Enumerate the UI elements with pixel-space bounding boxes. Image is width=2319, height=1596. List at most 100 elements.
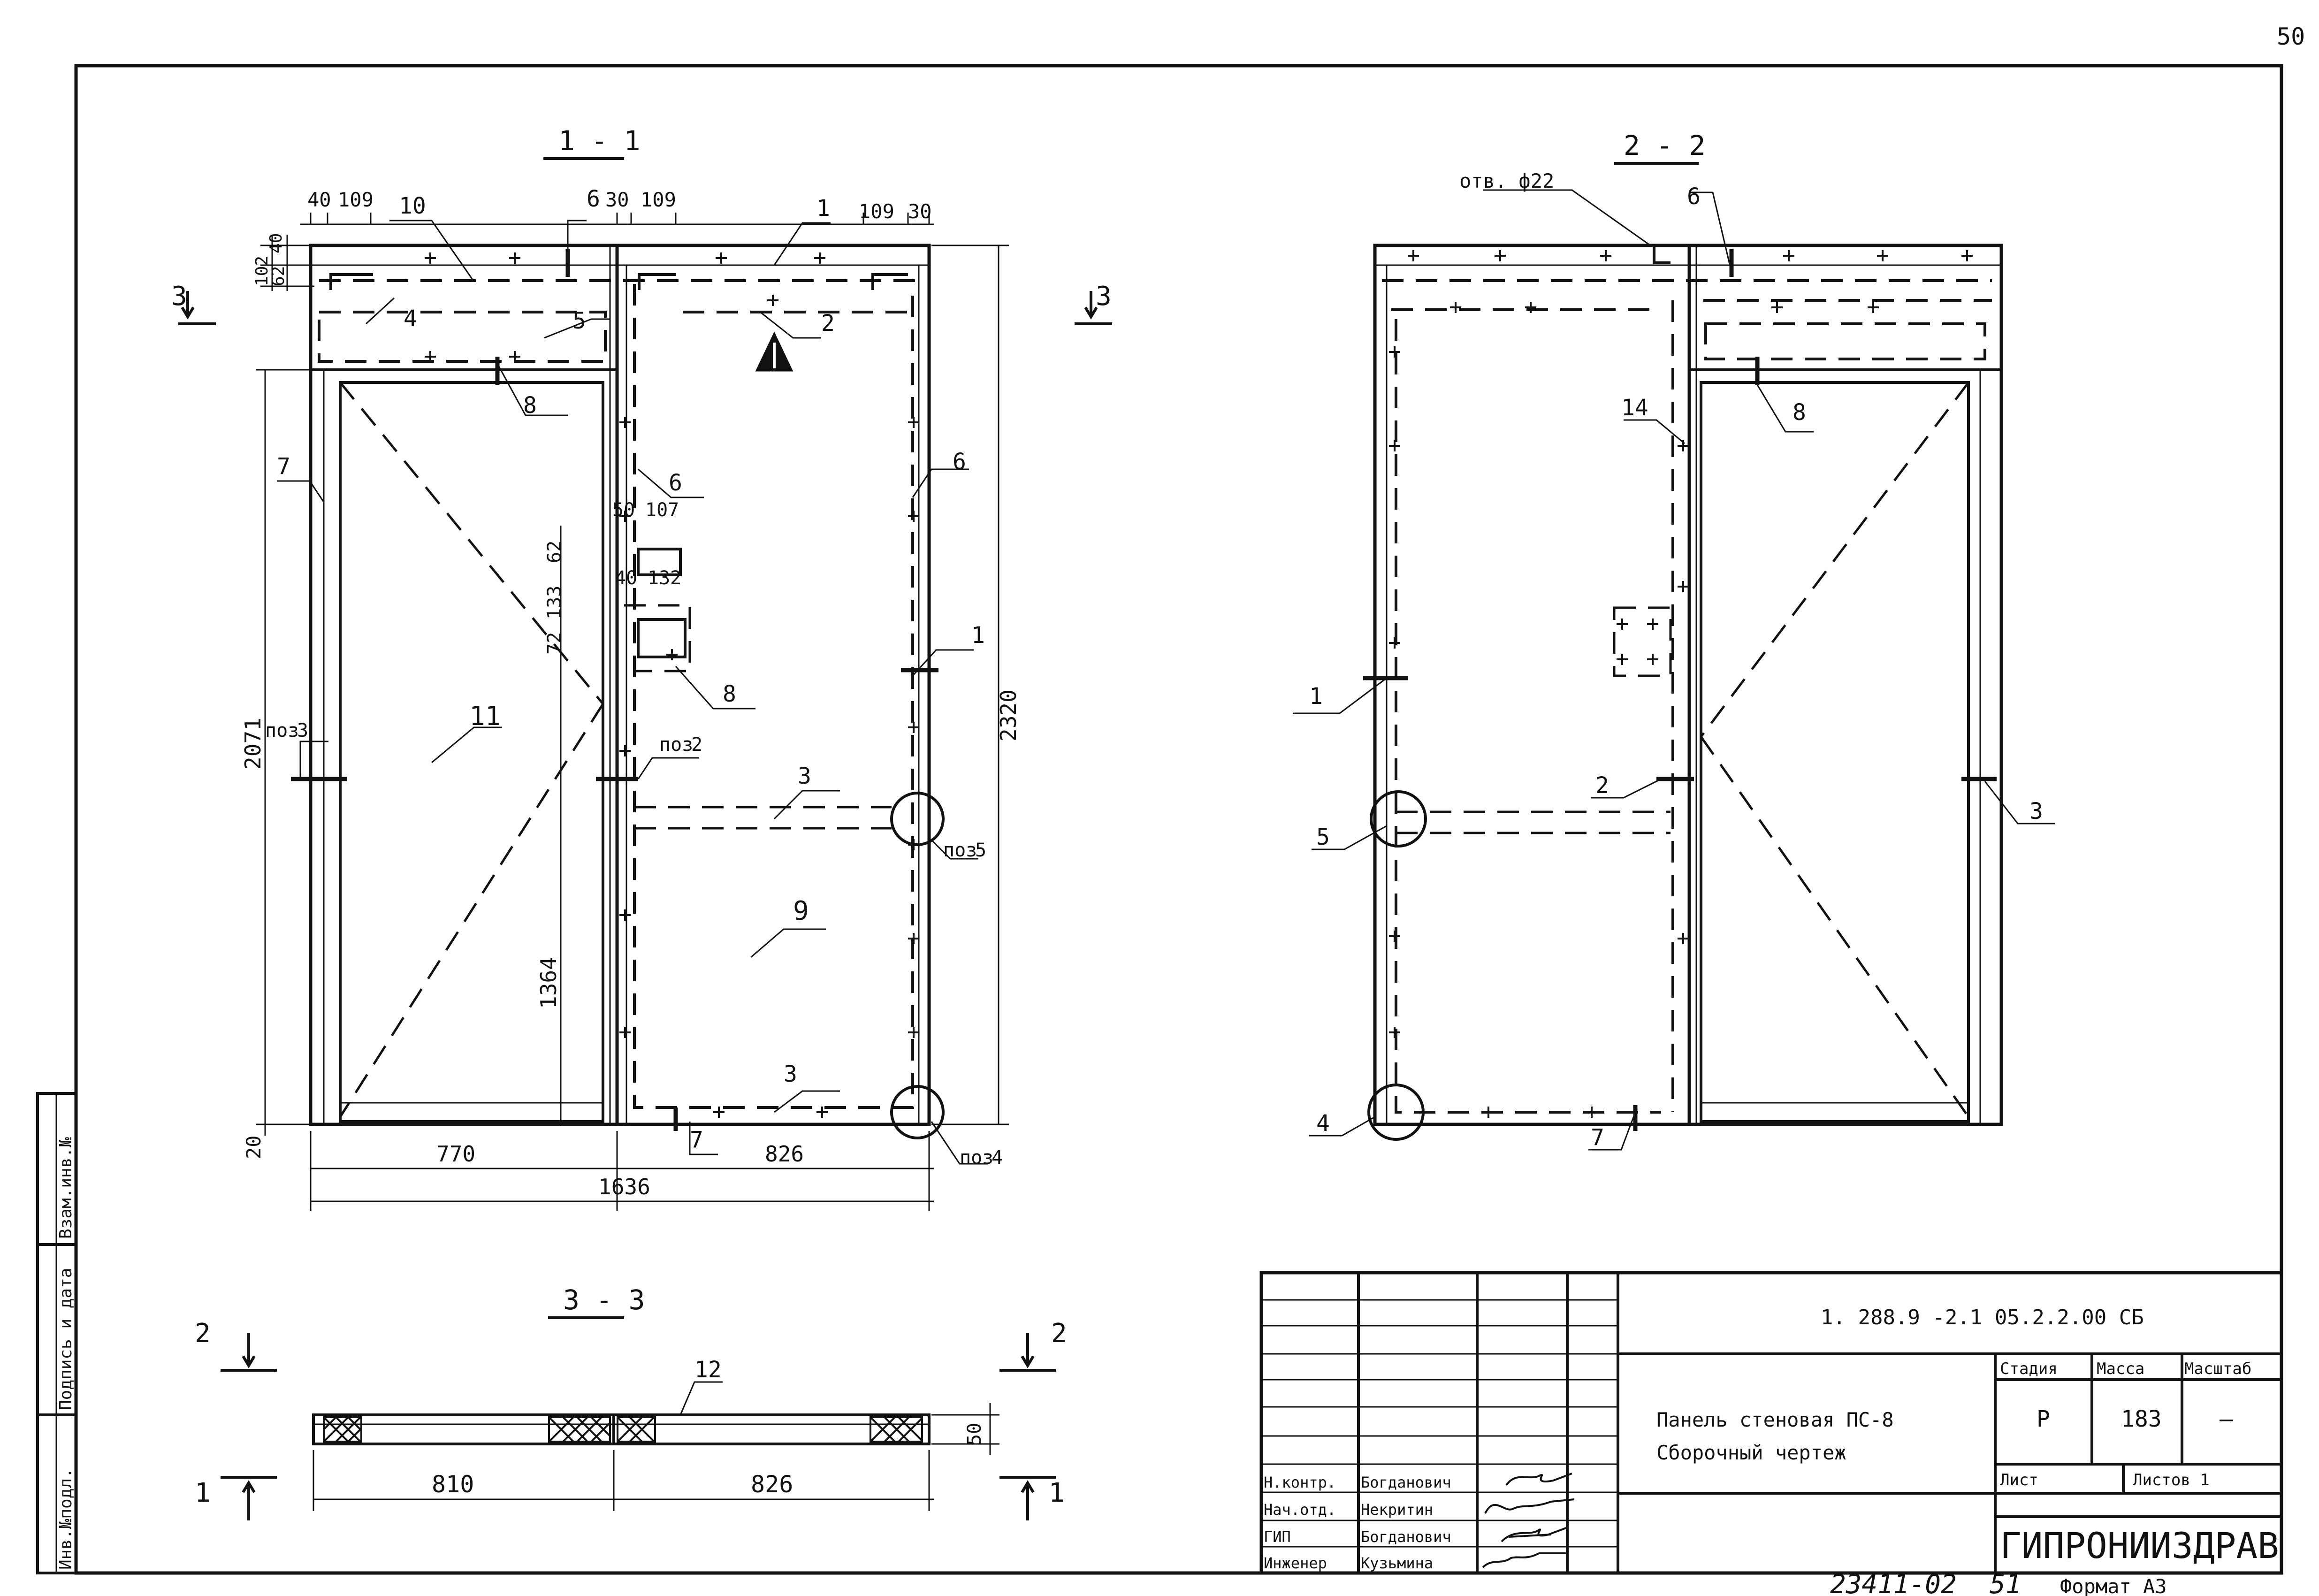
dim-132: 132 [648,567,681,589]
signature-marks [1482,1473,1575,1568]
mass-header: Масса [2097,1359,2144,1378]
label-2-2-2: 2 [1595,772,1609,799]
label-poz2-num: 2 [691,734,702,756]
dim-107: 107 [645,499,679,521]
panel-outline-left [309,244,931,1126]
label-7-left: 7 [277,453,290,480]
label-4: 4 [404,305,417,332]
label-2-2-7: 7 [1591,1124,1604,1151]
name-3: Богданович [1361,1528,1451,1546]
section-3-3: 3 - 3 12 50 810 826 2 2 [195,1284,1067,1520]
dim-2320: 2320 [996,689,1021,741]
label-2-2-3: 3 [2029,798,2043,825]
label-poz5-num: 5 [975,840,986,861]
handwritten-number: 23411-02 [1830,1569,1957,1596]
label-3-bottom: 3 [784,1061,797,1087]
dim-133: 133 [544,586,565,619]
section-2-2: 2 - 2 [1293,130,2055,1151]
label-3-mid: 3 [798,763,811,789]
label-5: 5 [572,308,586,334]
dim-1364: 1364 [536,957,561,1009]
label-6-right: 6 [953,449,966,475]
window-opening [339,381,604,1123]
label-poz3: поз [265,720,299,741]
label-2-2-8: 8 [1793,399,1806,426]
label-poz4-num: 4 [992,1147,1003,1168]
cut-2-right: 2 [1051,1318,1067,1349]
detail-circle-4 [1367,1084,1425,1141]
name-1: Богданович [1361,1474,1451,1491]
cut-3-right: 3 [1096,281,1112,312]
dim-109-top-b: 109 [641,188,676,211]
label-2: 2 [821,310,835,336]
label-1-right: 1 [971,622,985,649]
label-8-mid: 8 [723,681,736,707]
section-2-2-title: 2 - 2 [1624,130,1706,161]
side-stamp-vzam: Взам.инв.№ [56,1137,76,1239]
organization-name: ГИПРОНИИЗДРАВ [2000,1525,2279,1566]
scale-value: — [2220,1406,2233,1432]
label-7-bottom: 7 [690,1127,703,1153]
label-2-2-6: 6 [1687,183,1701,210]
side-stamp-signature: Подпись и дата [56,1268,76,1410]
dim-770: 770 [436,1141,475,1167]
label-10: 10 [399,193,426,219]
label-1-top: 1 [816,195,830,221]
cut-1-left: 1 [195,1478,211,1508]
title-line-1: Панель стеновая ПС-8 [1656,1408,1894,1431]
dim-40-top: 40 [307,188,331,211]
section-3-3-title: 3 - 3 [563,1284,645,1316]
name-2: Некритин [1361,1501,1433,1519]
title-block: 1. 288.9 -2.1 05.2.2.00 СБ Панель стенов… [1259,1271,2283,1575]
section-1-1-title: 1 - 1 [558,125,641,157]
dim-62-mid: 62 [544,541,565,563]
dim-109-top-a: 109 [338,188,374,211]
label-6-top: 6 [587,186,600,212]
label-11: 11 [469,701,501,732]
label-12: 12 [694,1357,722,1383]
cut-2-left: 2 [195,1318,211,1349]
label-8-top: 8 [523,392,537,419]
sheet-frame [74,64,2283,1575]
label-2-2-14: 14 [1621,395,1648,421]
cut-3-left: 3 [171,281,187,312]
detail-circle-poz5 [890,792,945,846]
dim-20: 20 [242,1135,265,1159]
dim-30-top-a: 30 [605,188,629,211]
label-poz3-num: 3 [297,720,308,741]
stage-header: Стадия [2000,1359,2058,1378]
label-2-2-4: 4 [1316,1110,1330,1137]
name-4: Кузьмина [1361,1554,1433,1572]
cut-1-right: 1 [1049,1478,1065,1508]
dim-50-section: 50 [964,1423,985,1445]
dim-102-vert: 102 [252,256,272,286]
dim-826-section: 826 [751,1471,793,1498]
dim-72: 72 [544,632,565,655]
dim-62-vert: 62 [269,266,288,286]
doc-code: 1. 288.9 -2.1 05.2.2.00 СБ [1821,1306,2144,1329]
dim-40-vert: 40 [267,233,286,253]
dim-50: 50 [612,499,635,521]
label-poz2: поз [659,734,693,756]
role-3: ГИП [1264,1528,1291,1546]
label-6-mid: 6 [669,470,682,496]
dim-109-top-c: 109 [859,200,894,223]
hole-label: отв. ф22 [1459,169,1554,192]
side-stamp: Взам.инв.№ Подпись и дата Инв.№подл. [36,1092,77,1574]
dim-1636: 1636 [598,1174,650,1199]
mass-value: 183 [2121,1406,2162,1432]
role-4: Инженер [1264,1554,1327,1572]
format-label: Формат А3 [2060,1575,2167,1596]
dim-2071: 2071 [240,718,266,770]
stage-value: Р [2037,1406,2050,1432]
side-stamp-inv: Инв.№подл. [56,1468,76,1570]
detail-circle-poz4 [890,1085,945,1139]
dim-810: 810 [432,1471,474,1498]
label-2-2-1: 1 [1309,683,1323,710]
handwritten-sheet: 51 [1990,1569,2021,1596]
dim-826: 826 [765,1141,804,1167]
dim-30-top-b: 30 [908,200,932,223]
sheets-header: Листов 1 [2133,1471,2210,1489]
label-poz5: поз [943,840,977,861]
